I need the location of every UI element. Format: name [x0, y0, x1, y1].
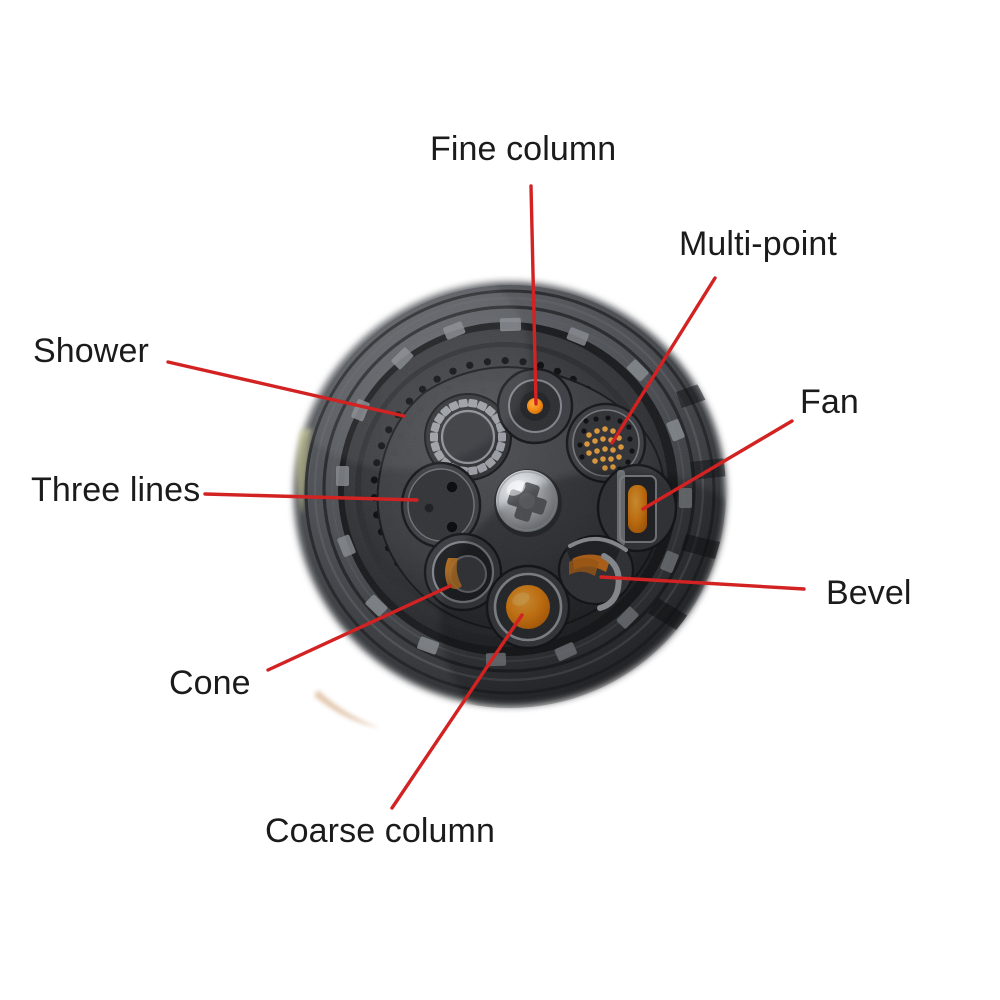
leader-line-shower: [166, 360, 406, 418]
leader-line-multi-point: [610, 276, 717, 445]
callout-label-bevel: Bevel: [826, 574, 912, 612]
leader-line-cone: [266, 584, 452, 672]
callout-label-multi-point: Multi-point: [679, 225, 837, 263]
leader-line-fan: [641, 419, 794, 511]
callout-label-three-lines: Three lines: [31, 471, 201, 509]
leader-line-bevel: [599, 575, 806, 591]
leader-line-fine-column: [529, 184, 538, 406]
callout-label-cone: Cone: [169, 664, 251, 702]
callout-label-shower: Shower: [33, 332, 149, 370]
leader-line-coarse-column: [390, 613, 524, 810]
callout-leader-lines: [166, 184, 806, 810]
callout-label-fine-column: Fine column: [430, 130, 617, 168]
callout-label-coarse-column: Coarse column: [265, 812, 495, 850]
leader-line-three-lines: [203, 492, 419, 502]
callout-label-fan: Fan: [800, 383, 859, 421]
